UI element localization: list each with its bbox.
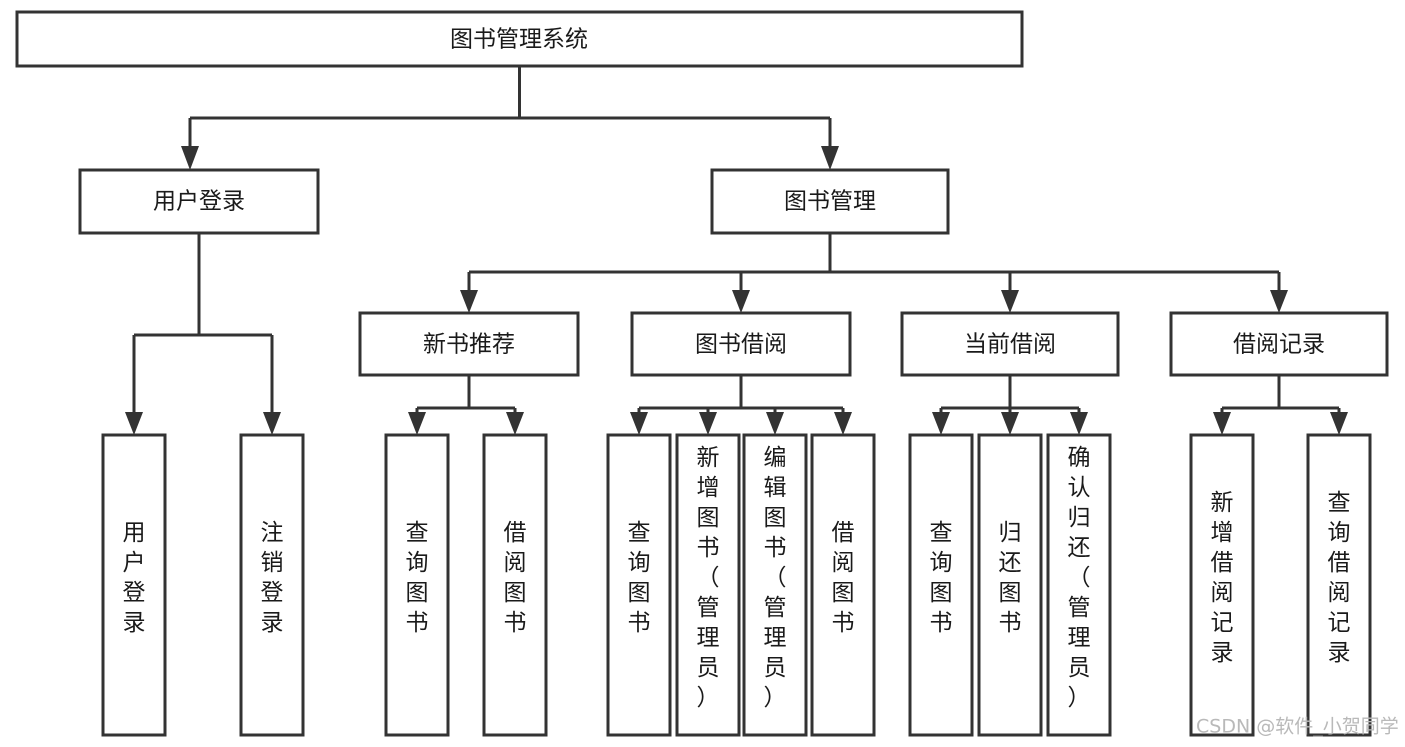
- node-leaf-query-book-borrow-box[interactable]: [606, 433, 672, 737]
- node-leaf-query-borrow-record-label: 查询借阅记录: [1328, 490, 1351, 666]
- connector-group-user-login: [125, 233, 281, 435]
- node-root-box[interactable]: [15, 10, 1024, 68]
- node-leaf-borrow-book-rec[interactable]: 借阅图书: [482, 433, 548, 737]
- node-leaf-query-book-borrow-label: 查询图书: [628, 520, 651, 636]
- node-leaf-add-book-admin[interactable]: 新增图书（管理员）: [675, 433, 741, 737]
- node-leaf-borrow-book-rec-box[interactable]: [482, 433, 548, 737]
- node-leaf-confirm-return-admin-box[interactable]: [1046, 433, 1112, 737]
- node-leaf-add-borrow-record-box[interactable]: [1189, 433, 1255, 737]
- node-leaf-edit-book-admin[interactable]: 编辑图书（管理员）: [742, 433, 808, 737]
- node-root[interactable]: 图书管理系统: [15, 10, 1024, 68]
- node-leaf-return-book[interactable]: 归还图书: [977, 433, 1043, 737]
- node-new-book-recommend[interactable]: 新书推荐: [358, 311, 580, 377]
- node-root-label: 图书管理系统: [450, 27, 588, 53]
- node-current-borrow-box[interactable]: [900, 311, 1120, 377]
- connector-group-new-book-recommend: [408, 375, 524, 435]
- node-current-borrow[interactable]: 当前借阅: [900, 311, 1120, 377]
- connector-group-current-borrow: [932, 375, 1088, 435]
- arrow-head-leaf-query-book-rec: [408, 412, 426, 435]
- arrow-head-leaf-borrow-book-rec: [506, 412, 524, 435]
- node-borrow-record[interactable]: 借阅记录: [1169, 311, 1389, 377]
- node-book-borrow-box[interactable]: [630, 311, 852, 377]
- node-leaf-add-borrow-record[interactable]: 新增借阅记录: [1189, 433, 1255, 737]
- node-leaf-query-book-rec-box[interactable]: [384, 433, 450, 737]
- node-book-manage-label: 图书管理: [784, 189, 876, 215]
- arrow-head-book-borrow: [732, 290, 750, 313]
- arrow-head-current-borrow: [1001, 290, 1019, 313]
- arrow-head-leaf-confirm-return-admin: [1070, 412, 1088, 435]
- node-leaf-return-book-label: 归还图书: [999, 520, 1022, 636]
- node-user-login-box[interactable]: [78, 168, 320, 235]
- arrow-head-leaf-add-borrow-record: [1213, 412, 1231, 435]
- node-leaf-add-borrow-record-label: 新增借阅记录: [1211, 490, 1234, 666]
- arrow-head-leaf-edit-book-admin: [766, 412, 784, 435]
- node-book-manage-box[interactable]: [710, 168, 950, 235]
- node-leaf-user-login-label: 用户登录: [123, 520, 146, 636]
- node-current-borrow-label: 当前借阅: [964, 332, 1056, 358]
- arrow-head-user-login: [181, 146, 199, 170]
- arrow-head-new-book-recommend: [460, 290, 478, 313]
- node-user-login[interactable]: 用户登录: [78, 168, 320, 235]
- node-leaf-add-book-admin-label: 新增图书（管理员）: [697, 445, 720, 711]
- node-leaf-edit-book-admin-label: 编辑图书（管理员）: [764, 445, 787, 711]
- arrow-head-leaf-query-book-cur: [932, 412, 950, 435]
- node-leaf-query-book-cur-label: 查询图书: [930, 520, 953, 636]
- node-book-borrow[interactable]: 图书借阅: [630, 311, 852, 377]
- node-leaf-borrow-book-rec-label: 借阅图书: [504, 520, 527, 636]
- connector-group-root: [181, 66, 839, 170]
- node-leaf-query-book-rec-label: 查询图书: [406, 520, 429, 636]
- node-leaf-user-login[interactable]: 用户登录: [101, 433, 167, 737]
- node-new-book-recommend-box[interactable]: [358, 311, 580, 377]
- node-borrow-record-label: 借阅记录: [1233, 332, 1325, 358]
- node-leaf-query-book-rec[interactable]: 查询图书: [384, 433, 450, 737]
- node-book-borrow-label: 图书借阅: [695, 332, 787, 358]
- node-leaf-logout-label: 注销登录: [261, 520, 284, 636]
- arrow-head-leaf-user-login: [125, 412, 143, 435]
- arrow-head-leaf-add-book-admin: [699, 412, 717, 435]
- node-leaf-edit-book-admin-box[interactable]: [742, 433, 808, 737]
- node-leaf-query-borrow-record[interactable]: 查询借阅记录: [1306, 433, 1372, 737]
- node-leaf-borrow-book[interactable]: 借阅图书: [810, 433, 876, 737]
- arrow-head-leaf-logout: [263, 412, 281, 435]
- node-leaf-borrow-book-label: 借阅图书: [832, 520, 855, 636]
- node-leaf-user-login-box[interactable]: [101, 433, 167, 737]
- leaf-node-layer: 用户登录 注销登录 查询图书 借阅图书 查询图书 新增图书（管理员） 编辑图书（管理员） 借阅…: [101, 433, 1372, 737]
- connector-group-book-manage: [460, 233, 1288, 313]
- node-leaf-query-book-cur-box[interactable]: [908, 433, 974, 737]
- node-leaf-logout[interactable]: 注销登录: [239, 433, 305, 737]
- arrow-head-leaf-return-book: [1001, 412, 1019, 435]
- node-leaf-query-book-cur[interactable]: 查询图书: [908, 433, 974, 737]
- csdn-watermark: CSDN @软件_小贺同学: [1196, 716, 1399, 738]
- arrow-head-leaf-borrow-book: [834, 412, 852, 435]
- node-leaf-borrow-book-box[interactable]: [810, 433, 876, 737]
- node-new-book-recommend-label: 新书推荐: [423, 332, 515, 358]
- arrow-head-borrow-record: [1270, 290, 1288, 313]
- node-leaf-add-book-admin-box[interactable]: [675, 433, 741, 737]
- arrow-head-leaf-query-book-borrow: [630, 412, 648, 435]
- node-leaf-query-book-borrow[interactable]: 查询图书: [606, 433, 672, 737]
- node-user-login-label: 用户登录: [153, 189, 245, 215]
- node-leaf-logout-box[interactable]: [239, 433, 305, 737]
- arrow-head-book-manage: [821, 146, 839, 170]
- node-leaf-query-borrow-record-box[interactable]: [1306, 433, 1372, 737]
- node-leaf-confirm-return-admin[interactable]: 确认归还（管理员）: [1046, 433, 1112, 737]
- node-borrow-record-box[interactable]: [1169, 311, 1389, 377]
- node-book-manage[interactable]: 图书管理: [710, 168, 950, 235]
- connector-group-book-borrow: [630, 375, 852, 435]
- arrow-head-leaf-query-borrow-record: [1330, 412, 1348, 435]
- node-leaf-return-book-box[interactable]: [977, 433, 1043, 737]
- connector-group-borrow-record: [1213, 375, 1348, 435]
- node-leaf-confirm-return-admin-label: 确认归还（管理员）: [1068, 445, 1091, 711]
